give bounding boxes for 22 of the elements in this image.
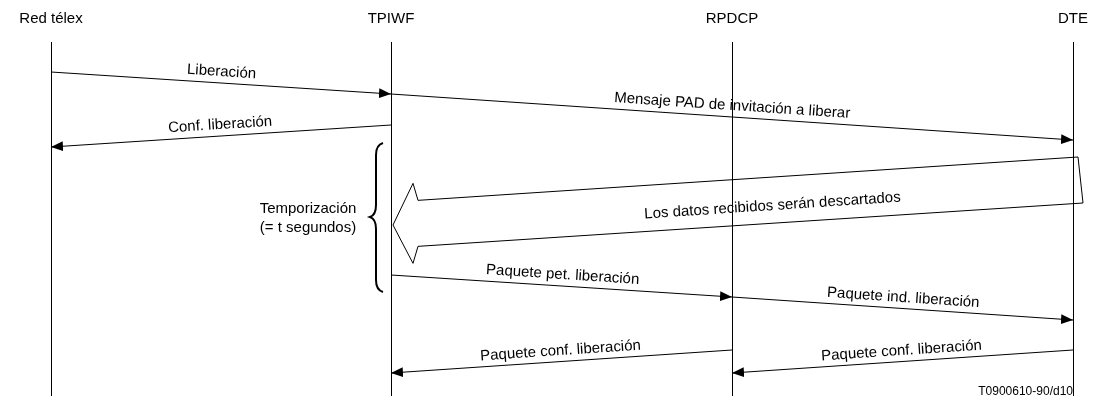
message-label: Paquete conf. liberación (479, 335, 642, 364)
message-arrow (731, 296, 1074, 325)
message-label: Paquete pet. liberación (485, 260, 640, 288)
message-arrow (390, 93, 1074, 145)
participant-label: RPDCP (704, 8, 760, 28)
participant-label: TPIWF (366, 8, 416, 28)
message-label: Paquete conf. liberación (820, 335, 983, 364)
message-arrow (50, 124, 392, 152)
message-arrow (731, 349, 1074, 378)
message-arrow (390, 274, 733, 302)
message-label: Mensaje PAD de invitación a liberar (613, 88, 852, 122)
timer-note: Temporización (= t segundos) (258, 198, 358, 236)
figure-reference: T0900610-90/d10 (977, 383, 1073, 400)
participant-label: Red télex (18, 8, 84, 28)
message-label: Conf. liberación (167, 111, 273, 137)
block-arrow (392, 156, 1084, 264)
message-label: Liberación (186, 59, 257, 83)
arrow-label: Los datos recibidos serán descartados (643, 187, 901, 222)
participant-label: DTE (1057, 8, 1089, 28)
message-arrow (390, 349, 733, 378)
message-label: Paquete ind. liberación (826, 282, 980, 311)
message-arrow (50, 71, 392, 99)
